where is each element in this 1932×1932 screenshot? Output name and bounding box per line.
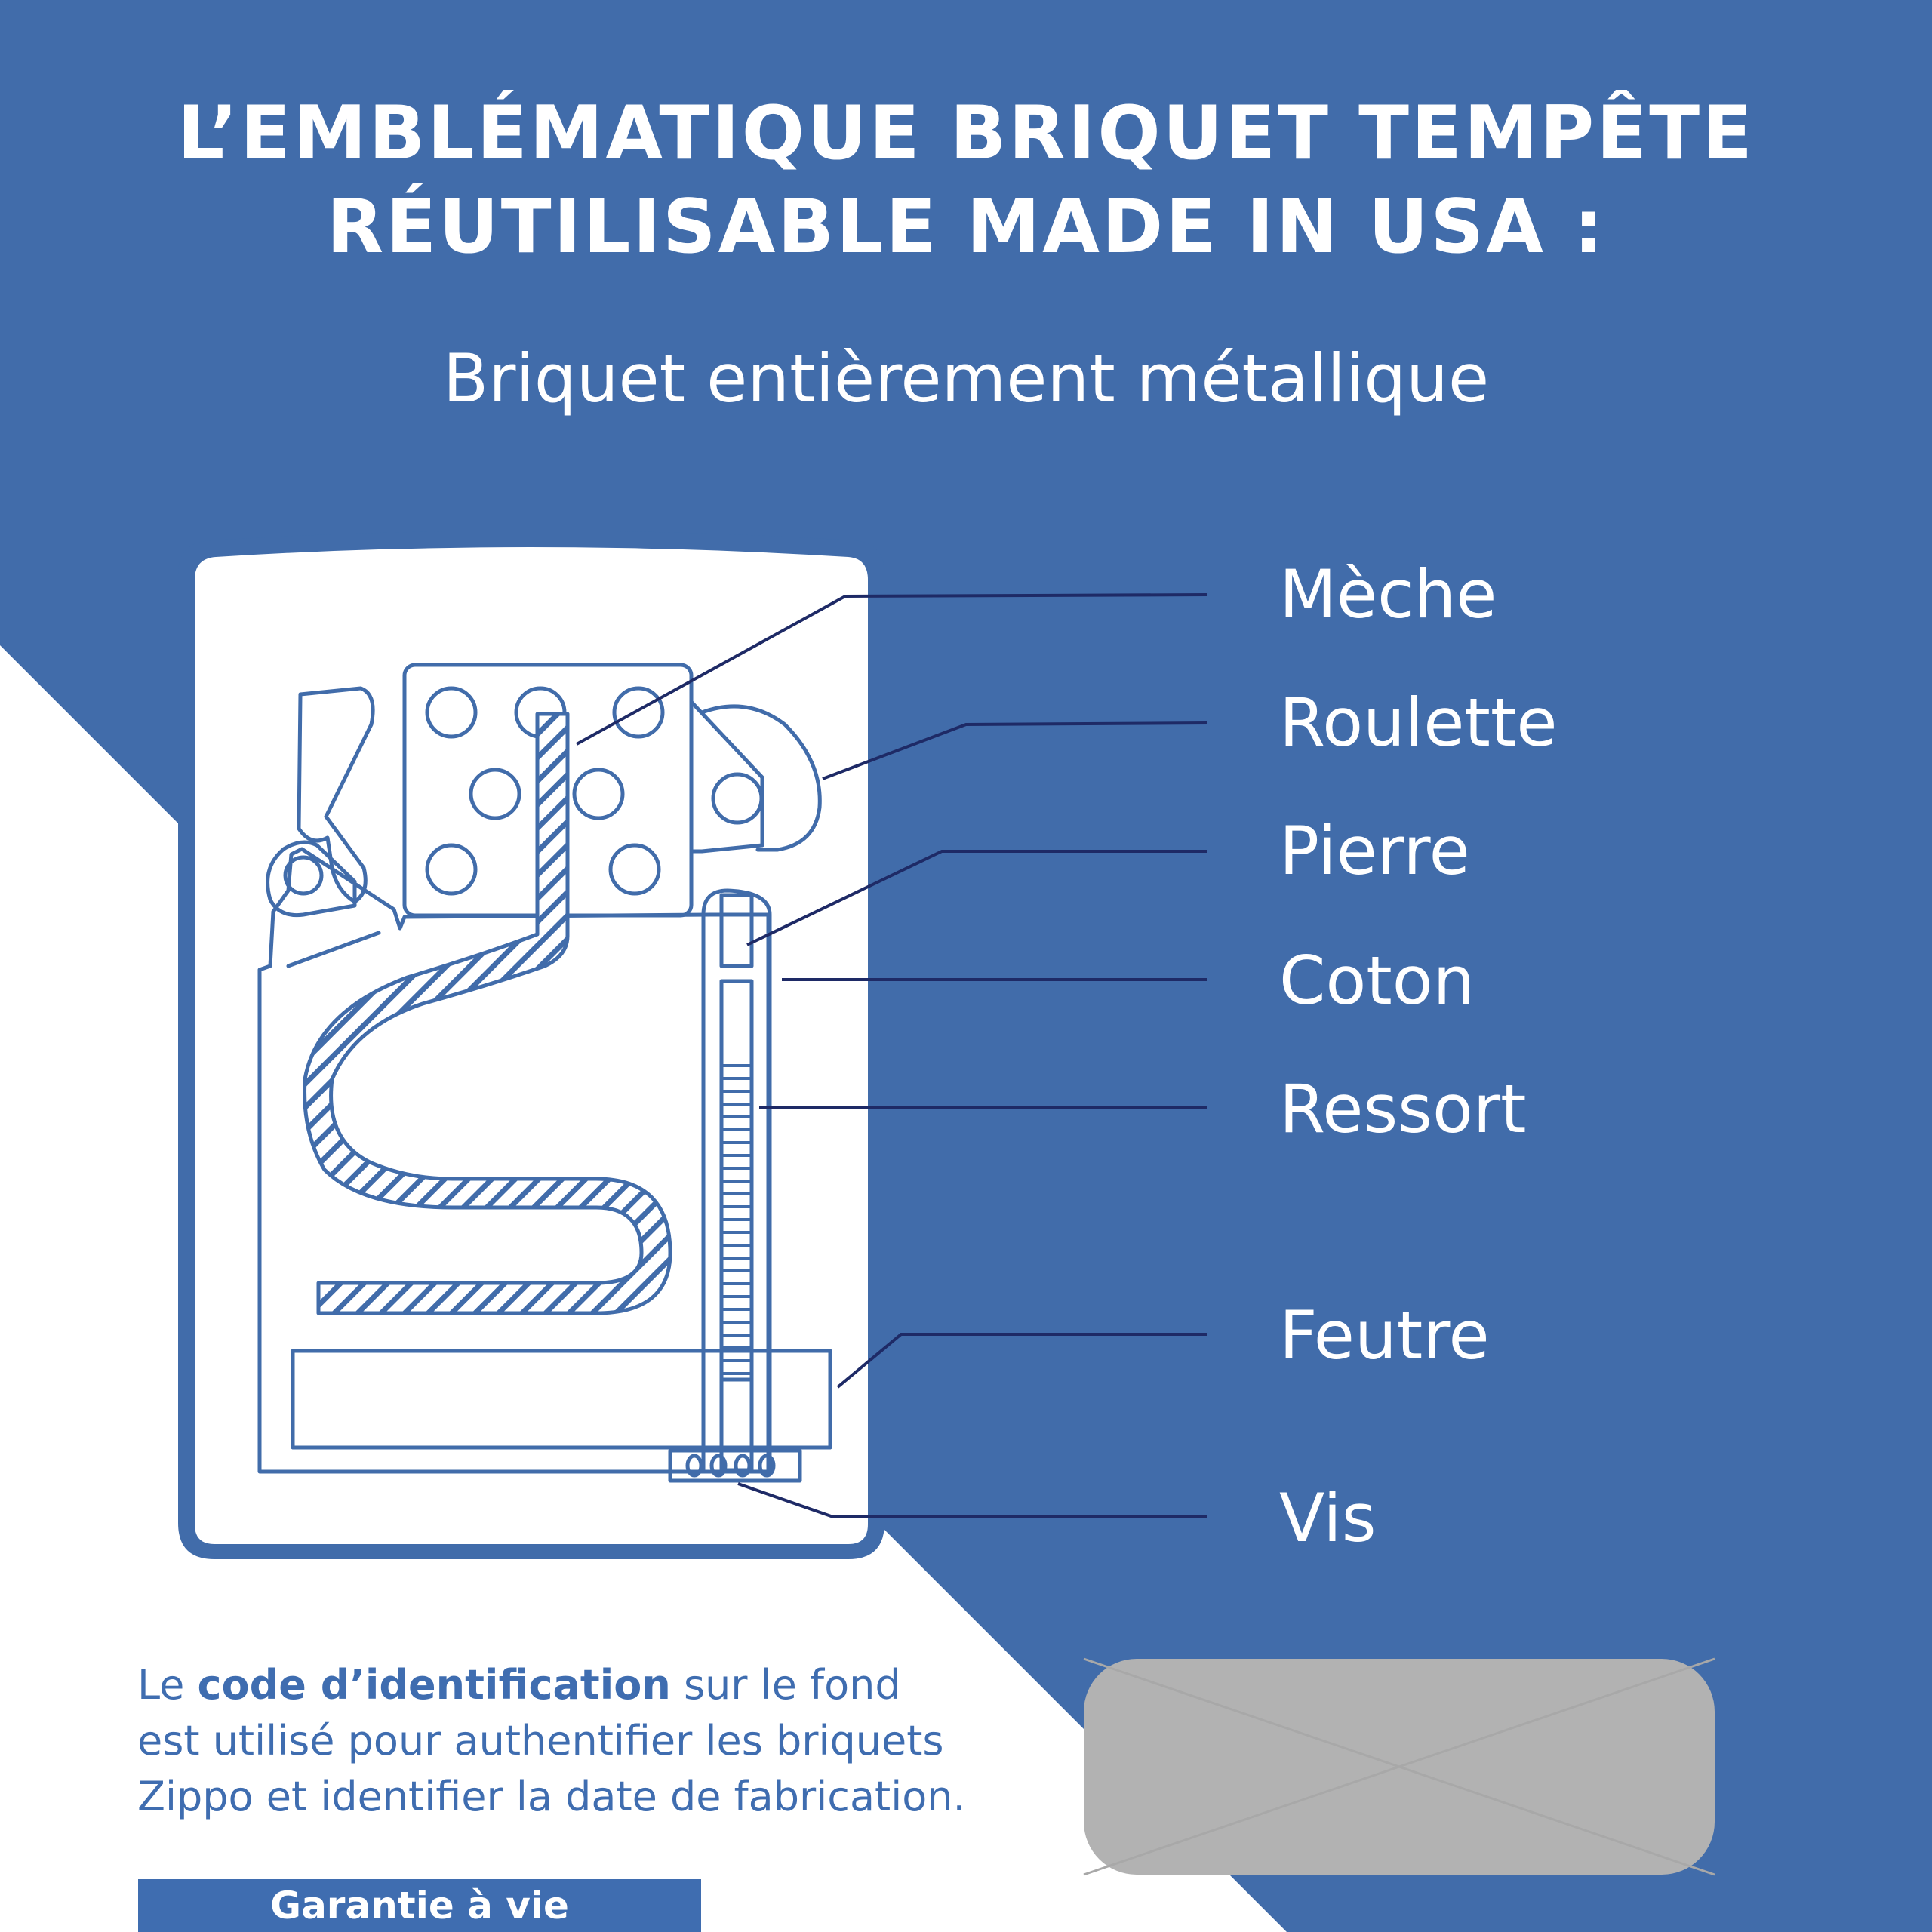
wheel-bracket-back [700,704,822,852]
chimney-hole [612,686,665,739]
label-coton: Coton [1279,942,1475,1020]
leader-line-vis [737,1482,1208,1518]
spring [723,1064,750,1375]
chimney-hole [572,768,625,820]
wick [303,712,672,1315]
screw-thread [709,1454,728,1478]
label-feutre: Feutre [1279,1297,1490,1374]
chimney-hole [608,843,661,896]
identification-code-text: Le code d’identification sur le fond est… [137,1657,1073,1825]
screw-thread [685,1454,703,1478]
label-meche: Mèche [1279,555,1497,633]
id-text-prefix: Le [137,1661,198,1709]
leader-line-roulette [822,721,1208,780]
cam-hole [283,855,324,896]
page-title-line-1: L’EMBLÉMATIQUE BRIQUET TEMPÊTE [177,91,1755,177]
screw-thread [758,1454,776,1478]
leader-line-meche [576,593,1208,746]
label-pierre: Pierre [1279,812,1470,890]
screw-plate [668,1448,802,1483]
id-text-bold: code d’identification [197,1661,671,1709]
chimney-hole [425,686,478,739]
insert-body [257,847,771,1474]
leader-line-feutre [836,1333,1208,1389]
felt-pad-box [291,1349,832,1450]
page-subtitle: Briquet entièrement métallique [442,340,1490,417]
insert-line [286,931,381,968]
chimney-hole [469,768,521,820]
id-text-rest: sur le fond [670,1661,901,1709]
image-placeholder-icon [1083,1657,1715,1876]
cam-pivot [266,840,357,918]
screw-thread [734,1454,752,1478]
wheel [711,772,764,825]
leader-line-pierre [746,850,1208,946]
id-text-line-3: Zippo et identifier la date de fabricati… [137,1773,966,1820]
warranty-badge: Garantie à vie [138,1879,701,1932]
flint [719,893,754,968]
id-text-line-2: est utilisé pour authentifier les brique… [137,1717,944,1764]
flint-tube [701,888,772,1474]
label-roulette: Roulette [1279,684,1558,761]
wheel-bracket [689,700,764,854]
chimney-hole [425,843,478,896]
label-ressort: Ressort [1279,1070,1527,1148]
page-title-line-2: RÉUTILISABLE MADE IN USA : [326,184,1606,270]
label-vis: Vis [1279,1479,1377,1557]
